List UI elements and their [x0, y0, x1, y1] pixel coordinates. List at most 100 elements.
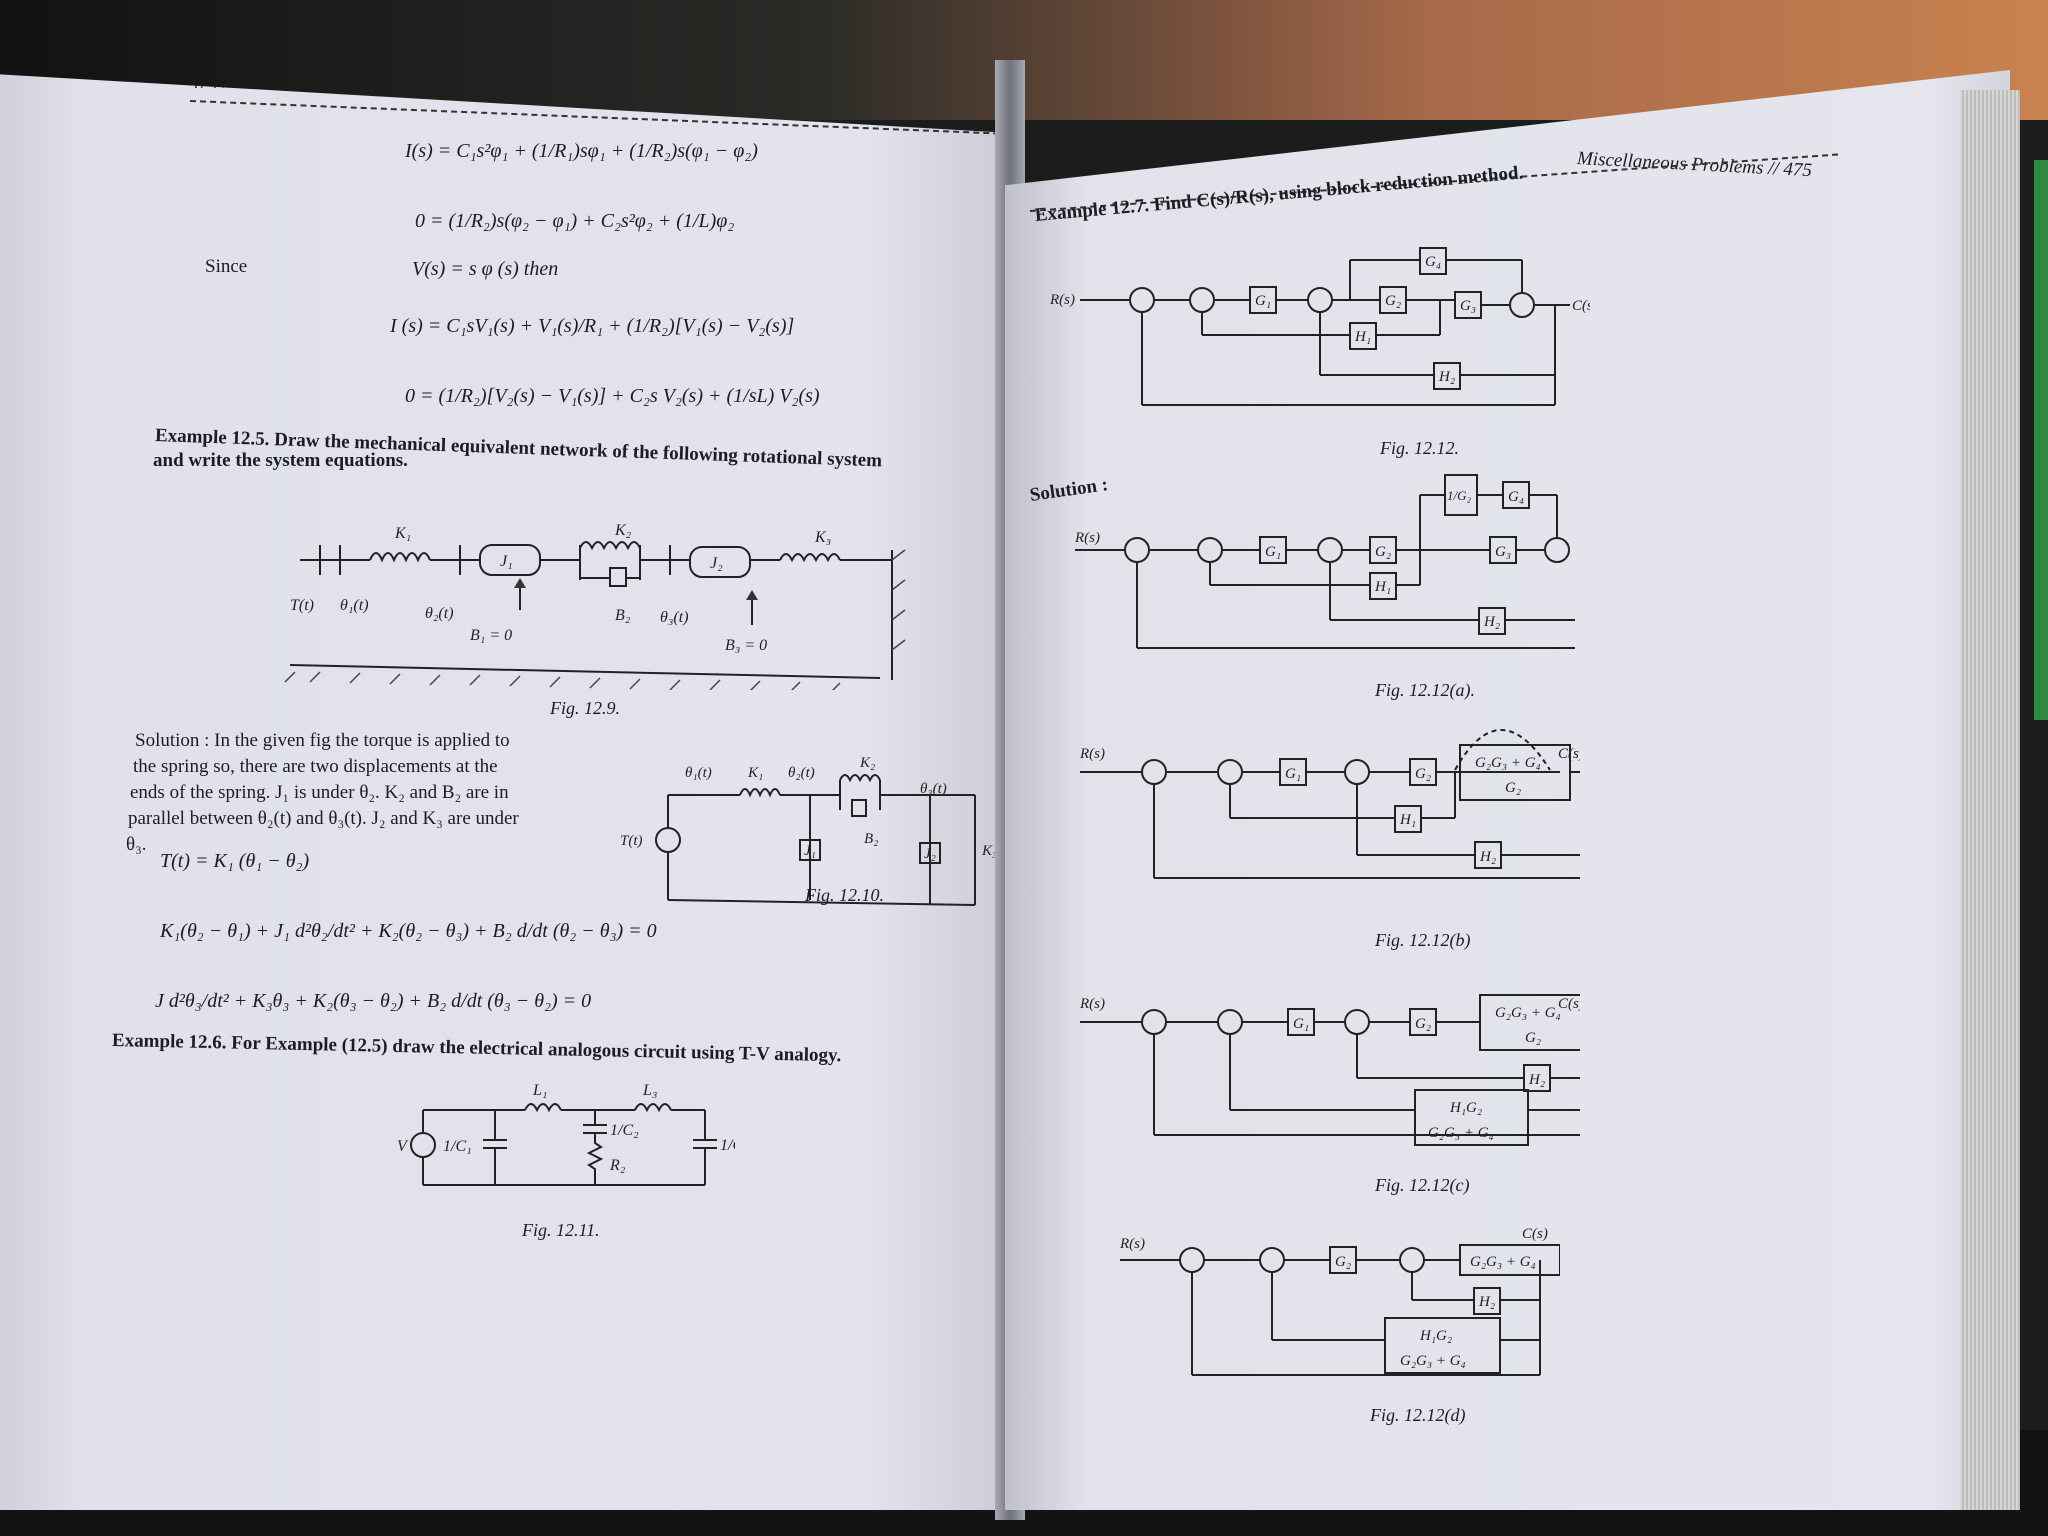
fig-12-11-v: V [397, 1138, 409, 1155]
solution-line-3: ends of the spring. J₁ is under θ₂. K₂ a… [130, 782, 509, 803]
fig-12-10-torque: T(t) [620, 833, 643, 849]
example-12-6-heading: Example 12.6. For Example (12.5) draw th… [111, 1030, 842, 1067]
fig-12-12c-input: R(s) [1080, 996, 1105, 1012]
fig-12-11-l1: L₁ [532, 1082, 547, 1099]
fig-12-9-b1: B₁ = 0 [470, 627, 512, 644]
fig-12-12-caption: Fig. 12.12. [1380, 438, 1459, 458]
fig-12-12c-h-den: G₂G₃ + G₄ [1428, 1125, 1494, 1141]
fig-12-9-k2: K₂ [614, 522, 632, 539]
fig-12-12b-g2: G₂ [1415, 766, 1431, 782]
fig-12-12c-comb-den: G₂ [1525, 1030, 1541, 1046]
fig-12-12c-h-num: H₁G₂ [1449, 1100, 1482, 1116]
fig-12-12a-g4: G₄ [1508, 489, 1524, 505]
fig-12-9-theta2: θ₂(t) [425, 605, 454, 622]
solution-line-1: Solution : In the given fig the torque i… [135, 730, 510, 751]
fig-12-12c-output: C(s) [1558, 996, 1580, 1012]
right-page: Miscellaneous Problems // 475 Example 12… [1005, 70, 2010, 1510]
fig-12-12a-g2: G₂ [1375, 544, 1391, 560]
example-12-5-heading-line2: and write the system equations. [153, 450, 408, 471]
fig-12-9-theta1: θ₁(t) [340, 597, 369, 614]
fig-12-12a-input: R(s) [1075, 530, 1100, 546]
fig-12-12c-g2: G₂ [1415, 1016, 1431, 1032]
fig-12-10-k3: K₃ [981, 843, 997, 859]
fig-12-12-h1: H₁ [1354, 329, 1371, 345]
solution-line-2: the spring so, there are two displacemen… [133, 756, 498, 777]
fig-12-12a-caption: Fig. 12.12(a). [1375, 680, 1475, 700]
fig-12-9-diagram: T(t) θ₁(t) θ₂(t) K₁ J₁ K₂ J₂ K₃ B₁ = 0 B… [284, 522, 906, 690]
fig-12-12-g1: G₁ [1255, 293, 1271, 309]
fig-12-12c-comb-num: G₂G₃ + G₄ [1495, 1005, 1561, 1021]
solution-line-4: parallel between θ₂(t) and θ₃(t). J₂ and… [128, 808, 519, 829]
fig-12-12a-inv-g2: 1/G₂ [1447, 488, 1472, 503]
fig-12-12a-h1: H₁ [1374, 579, 1391, 595]
equation-1: I(s) = C₁s²φ₁ + (1/R₁)sφ₁ + (1/R₂)s(φ₁ −… [405, 140, 758, 162]
fig-12-12b-g1: G₁ [1285, 766, 1301, 782]
fig-12-9-k3: K₃ [814, 529, 831, 546]
fig-12-11-l3: L₃ [642, 1082, 657, 1099]
background-object [2034, 160, 2048, 720]
fig-12-9-k1: K₁ [394, 525, 411, 542]
fig-12-12d-h2: H₂ [1478, 1294, 1495, 1310]
left-page: 474 // Automatic Control System I(s) = C… [0, 74, 1020, 1510]
fig-12-11-diagram: V 1/C₁ L₁ L₃ 1/C₂ R₂ 1/C₃ [397, 1082, 735, 1186]
fig-12-12-diagram: R(s) C(s) G₁ G₂ G₃ G₄ H₁ H₂ [1050, 247, 1590, 406]
fig-12-12a-g3: G₃ [1495, 544, 1511, 560]
fig-12-12-input: R(s) [1050, 292, 1075, 308]
fig-12-10-theta1: θ₁(t) [685, 765, 712, 781]
fig-12-12c-caption: Fig. 12.12(c) [1375, 1175, 1470, 1195]
fig-12-11-c3: 1/C₃ [720, 1137, 735, 1154]
fig-12-12b-caption: Fig. 12.12(b) [1375, 930, 1471, 950]
fig-12-12d-output: C(s) [1522, 1226, 1548, 1242]
page-edges [1960, 90, 2020, 1510]
fig-12-9-b3: B₃ = 0 [725, 637, 767, 654]
fig-12-11-c2: 1/C₂ [610, 1122, 639, 1139]
fig-12-11-r2: R₂ [609, 1157, 626, 1174]
fig-12-10-theta2: θ₂(t) [788, 765, 815, 781]
fig-12-10-theta3: θ₃(t) [920, 781, 947, 797]
fig-12-9-j2: J₂ [710, 555, 723, 572]
fig-12-12c-h2: H₂ [1528, 1072, 1545, 1088]
fig-12-12b-diagram: R(s) C(s) G₁ G₂ G₂G₃ + G₄ G₂ H₁ H₂ [1080, 729, 1580, 879]
equation-5: 0 = (1/R₂)[V₂(s) − V₁(s)] + C₂s V₂(s) + … [405, 385, 820, 407]
example-12-7-heading: Example 12.7. Find C(s)/R(s), using bloc… [1034, 162, 1525, 226]
fig-12-12b-comb-num: G₂G₃ + G₄ [1475, 755, 1541, 771]
fig-12-9-caption: Fig. 12.9. [550, 698, 620, 718]
equation-6: T(t) = K₁ (θ₁ − θ₂) [160, 850, 310, 872]
fig-12-12b-output: C(s) [1558, 746, 1580, 762]
fig-12-12-output: C(s) [1572, 298, 1590, 314]
equation-2: 0 = (1/R₂)s(φ₂ − φ₁) + C₂s²φ₂ + (1/L)φ₂ [415, 210, 735, 232]
fig-12-12b-h2: H₂ [1479, 849, 1496, 865]
equation-7: K₁(θ₂ − θ₁) + J₁ d²θ₂/dt² + K₂(θ₂ − θ₃) … [160, 920, 657, 942]
equation-4: I (s) = C₁sV₁(s) + V₁(s)/R₁ + (1/R₂)[V₁(… [390, 315, 795, 337]
fig-12-12d-h-den: G₂G₃ + G₄ [1400, 1353, 1466, 1369]
fig-12-11-c1: 1/C₁ [443, 1138, 472, 1155]
fig-12-10-diagram: θ₁(t) K₁ θ₂(t) K₂ θ₃(t) T(t) J₁ B₂ J₂ K₃ [620, 755, 997, 906]
fig-12-12d-comb: G₂G₃ + G₄ [1470, 1254, 1536, 1270]
fig-12-12-g4: G₄ [1425, 254, 1441, 270]
fig-12-12d-input: R(s) [1120, 1236, 1145, 1252]
fig-12-12d-diagram: R(s) C(s) G₂ G₂G₃ + G₄ H₂ H₁G₂ G₂G₃ + G₄ [1120, 1226, 1560, 1376]
fig-12-9-j1: J₁ [500, 553, 513, 570]
fig-12-12-h2: H₂ [1438, 369, 1455, 385]
fig-12-12-g3: G₃ [1460, 298, 1476, 314]
fig-12-10-j2: J₂ [924, 846, 936, 862]
fig-12-10-caption: Fig. 12.10. [805, 885, 884, 905]
fig-12-10-b2: B₂ [864, 831, 878, 847]
fig-12-12d-h-num: H₁G₂ [1419, 1328, 1452, 1344]
fig-12-12d-g2: G₂ [1335, 1254, 1351, 1270]
equation-3: V(s) = s φ (s) then [412, 258, 559, 280]
solution-line-5: θ₃. [126, 834, 147, 855]
fig-12-12c-diagram: R(s) C(s) G₁ G₂ G₂G₃ + G₄ G₂ H₂ H₁G₂ G₂G… [1080, 994, 1580, 1146]
fig-12-12a-g1: G₁ [1265, 544, 1281, 560]
fig-12-12b-comb-den: G₂ [1505, 780, 1521, 796]
fig-12-12-g2: G₂ [1385, 293, 1401, 309]
fig-12-9-b2: B₂ [615, 607, 631, 624]
fig-12-12b-input: R(s) [1080, 746, 1105, 762]
fig-12-12d-caption: Fig. 12.12(d) [1370, 1405, 1466, 1425]
fig-12-12a-h2: H₂ [1483, 614, 1500, 630]
equation-8: J d²θ₃/dt² + K₃θ₃ + K₂(θ₃ − θ₂) + B₂ d/d… [155, 990, 592, 1012]
fig-12-12c-g1: G₁ [1293, 1016, 1309, 1032]
fig-12-10-k1: K₁ [747, 765, 763, 781]
fig-12-9-theta3: θ₃(t) [660, 609, 689, 626]
fig-12-11-caption: Fig. 12.11. [522, 1220, 600, 1240]
